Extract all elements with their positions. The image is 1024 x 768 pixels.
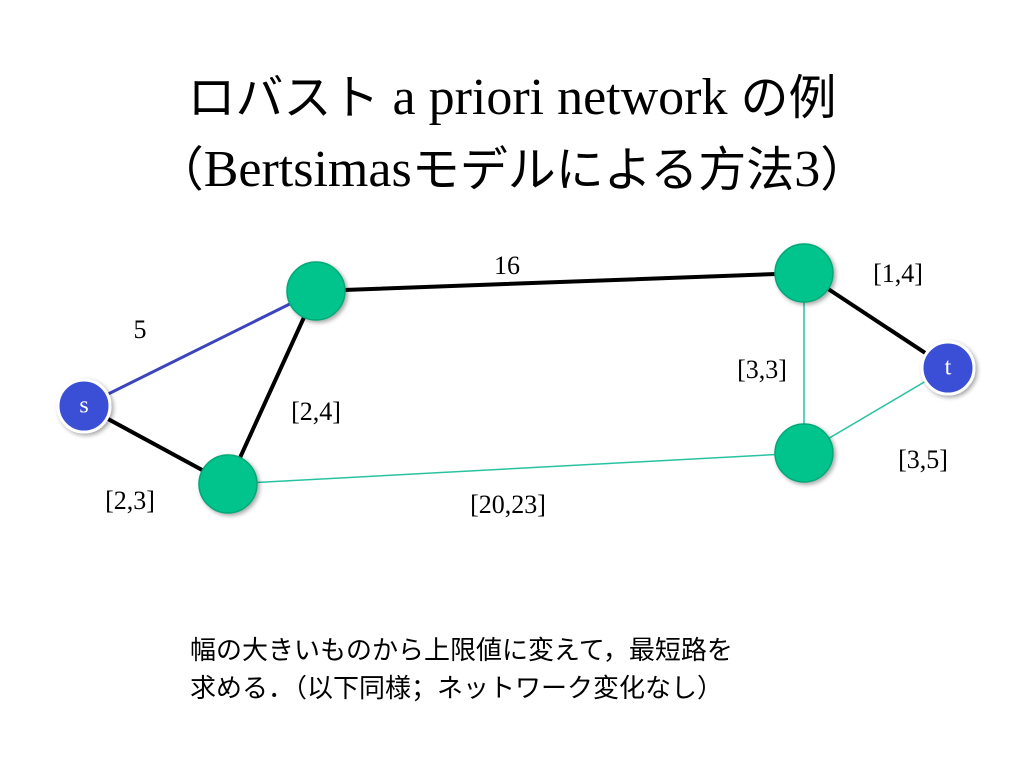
title-line-1: ロバスト a priori network の例 (0, 62, 1024, 134)
title-jp-method: モデルによる方法 (411, 142, 795, 198)
edge-label-d-t: [3,5] (898, 445, 948, 474)
edge-label-b-d: [20,23] (470, 490, 546, 519)
node-circle-a (286, 261, 346, 321)
node-t: t (920, 340, 976, 396)
node-d (774, 423, 834, 483)
title-jp-robust: ロバスト (187, 70, 380, 126)
edge-a-c (314, 271, 806, 293)
node-c (774, 243, 834, 303)
slide-title: ロバスト a priori network の例 （Bertsimasモデルによ… (0, 62, 1024, 206)
node-circle-d (774, 423, 834, 483)
title-en-bertsimas: Bertsimas (203, 141, 412, 198)
node-label-t: t (945, 355, 952, 381)
note-line-1: 幅の大きいものから上限値に変えて，最短路を (190, 636, 733, 666)
title-en-network: a priori network (379, 69, 741, 126)
title-line-2: （Bertsimasモデルによる方法3） (0, 134, 1024, 206)
edge-label-c-t: [1,4] (873, 259, 923, 288)
edge-label-s-b: [2,3] (105, 486, 155, 515)
node-circle-t (920, 340, 976, 396)
edge-label-b-a: [2,4] (291, 397, 341, 426)
title-jp-example: の例 (740, 70, 837, 126)
title-paren-open: （ (155, 142, 204, 198)
explanation-note: 幅の大きいものから上限値に変えて，最短路を 求める．（以下同様；ネットワーク変化… (190, 632, 950, 708)
edge-labels-layer: 5 16 [2,3] [2,4] [20,23] [1,4] [3,3] [3,5] (105, 251, 948, 519)
node-s: s (56, 378, 112, 434)
edge-label-s-a: 5 (134, 315, 147, 344)
node-circle-s (56, 378, 112, 434)
node-label-s: s (79, 393, 88, 419)
node-circle-b (198, 454, 258, 514)
node-b (198, 454, 258, 514)
edge-b-d (227, 452, 805, 485)
node-circle-c (774, 243, 834, 303)
title-paren-close: ） (820, 142, 869, 198)
edge-label-a-c: 16 (494, 251, 520, 280)
edge-b-a (226, 289, 318, 486)
edge-label-c-d: [3,3] (737, 355, 787, 384)
node-a (286, 261, 346, 321)
nodes-layer: st (56, 243, 976, 514)
edge-s-a (82, 289, 318, 408)
title-number: 3 (794, 141, 821, 198)
note-line-2: 求める．（以下同様；ネットワーク変化なし） (190, 674, 724, 704)
